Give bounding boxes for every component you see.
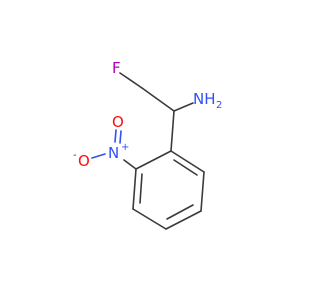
bond-f-ch2: [119, 72, 143, 89]
ring-double-inner-2: [166, 204, 194, 220]
ring-bond-1: [170, 150, 205, 173]
bond-ch-ring: [170, 110, 175, 152]
nitro-oxygen-minus-label: O: [78, 152, 90, 170]
fluorine-label: F: [112, 59, 121, 77]
amine-label: NH: [193, 90, 216, 108]
bond-nitro-o-double-a: [114, 129, 117, 143]
structure-diagram: F NH 2 N + O O -: [73, 59, 222, 230]
ring-double-inner-3: [139, 173, 143, 204]
ring-bond-6: [135, 150, 172, 170]
bond-ch2-ch: [141, 87, 175, 112]
ring-double-inner-1: [173, 159, 198, 176]
bond-ring-nitro: [123, 159, 137, 170]
nitro-negative-charge: -: [73, 150, 77, 161]
ring-bond-2: [200, 171, 205, 212]
bond-nitro-o-double-b: [119, 130, 122, 144]
nitro-nitrogen-label: N: [108, 144, 119, 162]
bond-ch-n: [173, 102, 194, 112]
ring-bond-4: [132, 208, 167, 230]
nitro-positive-charge: +: [121, 142, 129, 153]
ring-bond-3: [165, 210, 202, 230]
bond-nitro-o-single: [91, 153, 106, 159]
ring-bond-5: [132, 168, 137, 210]
nitro-oxygen-top-label: O: [112, 113, 124, 131]
amine-subscript: 2: [216, 100, 222, 111]
